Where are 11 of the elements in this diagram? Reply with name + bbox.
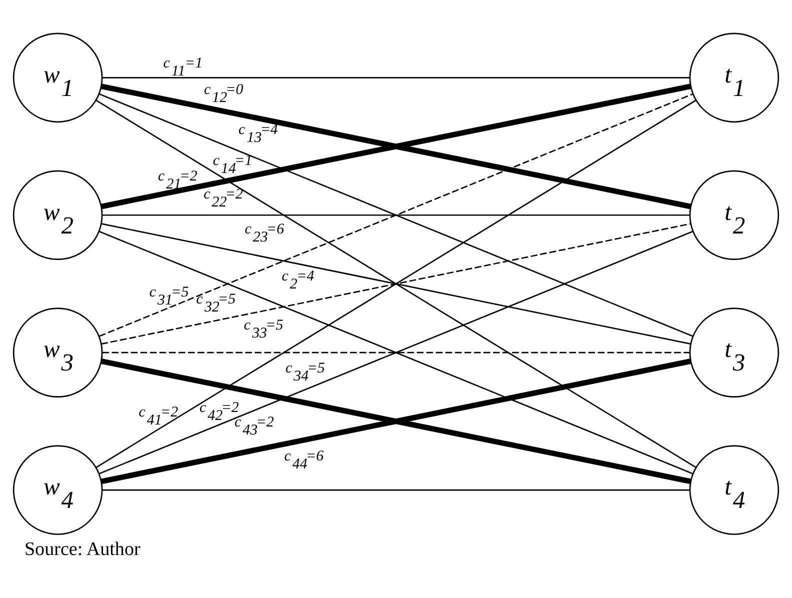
connector	[101, 222, 691, 344]
connector	[102, 488, 690, 490]
connector	[99, 230, 694, 474]
caption: Source: Author	[24, 538, 140, 560]
connector	[96, 99, 696, 468]
connector	[99, 92, 694, 336]
connector	[100, 83, 692, 209]
connector	[102, 214, 690, 216]
connector	[102, 351, 690, 353]
connector	[100, 358, 692, 484]
connector	[102, 76, 690, 78]
